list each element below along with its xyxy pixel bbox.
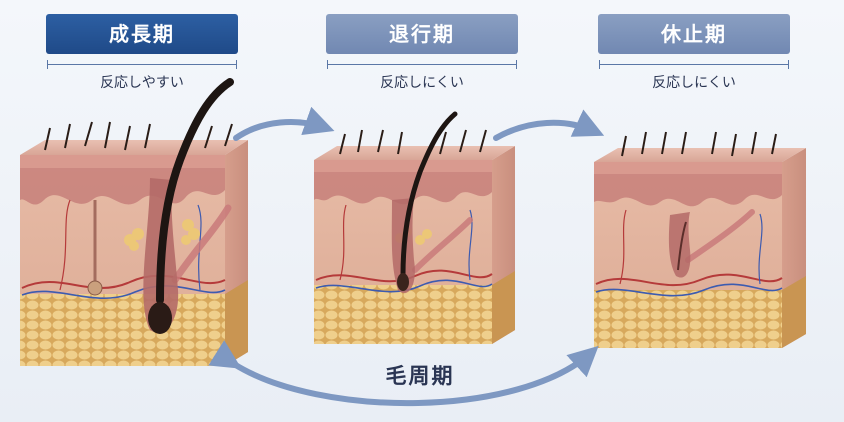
phase-subtitle: 反応しやすい bbox=[100, 75, 184, 91]
cycle-arrow-anagen-to-catagen bbox=[233, 106, 335, 141]
phase-divider bbox=[327, 60, 517, 69]
phase-title: 成長期 bbox=[46, 14, 238, 54]
phase-divider bbox=[47, 60, 237, 69]
cycle-arrow-catagen-to-telogen bbox=[493, 109, 605, 141]
phase-header-anagen: 成長期 反応しやすい bbox=[46, 14, 238, 92]
phase-header-telogen: 休止期 反応しにくい bbox=[598, 14, 790, 92]
phase-title: 休止期 bbox=[598, 14, 790, 54]
phase-title: 退行期 bbox=[326, 14, 518, 54]
phase-header-catagen: 退行期 反応しにくい bbox=[326, 14, 518, 92]
skin-block-anagen bbox=[20, 78, 248, 366]
cycle-label: 毛周期 bbox=[385, 364, 455, 388]
phase-subtitle: 反応しにくい bbox=[652, 75, 736, 91]
skin-block-catagen bbox=[314, 111, 515, 344]
cycle-arrow-return bbox=[208, 340, 599, 407]
phase-divider bbox=[599, 60, 789, 69]
skin-block-telogen bbox=[594, 131, 806, 348]
phase-subtitle: 反応しにくい bbox=[380, 75, 464, 91]
